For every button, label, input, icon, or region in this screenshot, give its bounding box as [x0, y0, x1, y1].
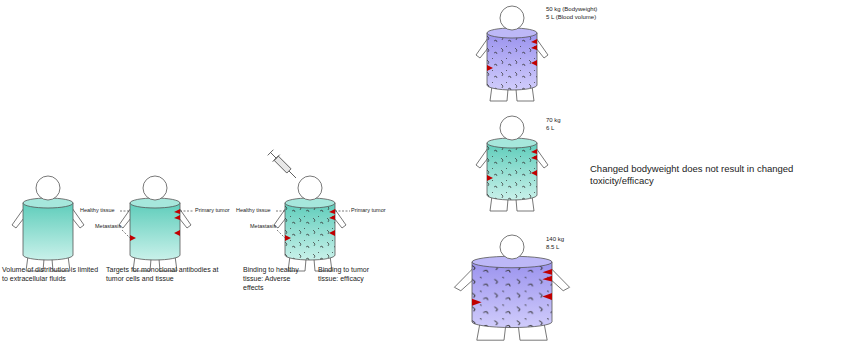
figure-caption: Targets for monoclonal antibodies at tum… — [106, 266, 224, 284]
syringe — [267, 149, 300, 182]
tissue-label: Metastasis — [250, 223, 276, 230]
leader-line — [180, 211, 194, 212]
syringe-plunger — [271, 153, 277, 159]
person-figure — [476, 116, 548, 211]
syringe-needle — [289, 171, 296, 178]
tumor-marks — [285, 209, 335, 241]
leader-line — [335, 211, 350, 212]
leader-lines — [276, 211, 350, 238]
tissue-label: Primary tumor — [195, 207, 230, 214]
tumor-marks — [130, 209, 180, 241]
head — [143, 176, 167, 200]
tumor-marks — [487, 39, 537, 71]
fluid-cylinder — [472, 262, 552, 328]
tissue-label: Healthy tissue — [236, 207, 271, 214]
leader-line — [276, 211, 285, 212]
weight-label: 70 kg — [546, 117, 561, 125]
head — [298, 176, 322, 200]
volume-label: 5 L (Blood volume) — [546, 14, 596, 22]
fluid-cylinder — [285, 203, 335, 260]
fluid-cylinder — [487, 143, 537, 200]
person-figure — [119, 176, 191, 271]
tumor-marks — [472, 269, 552, 306]
figure-caption: Volume of distribution is limited to ext… — [2, 266, 100, 284]
leader-line — [120, 211, 130, 212]
antibody-dots — [487, 143, 537, 200]
figure-caption: Binding to tumor tissue: efficacy — [318, 266, 382, 284]
head — [500, 235, 524, 259]
syringe-barrel — [274, 156, 291, 173]
weight-label: 50 kg (Bodyweight) — [546, 6, 597, 14]
person-figure — [274, 176, 346, 271]
volume-label: 6 L — [546, 125, 554, 133]
tissue-label: Metastasis — [95, 223, 121, 230]
head — [500, 116, 524, 140]
weight-label: 140 kg — [546, 236, 564, 244]
antibody-dots — [285, 203, 335, 260]
fluid-cylinder — [487, 33, 537, 90]
leader-line — [277, 230, 285, 238]
tissue-label: Primary tumor — [351, 207, 386, 214]
head — [36, 176, 60, 200]
syringe-handle — [268, 150, 274, 156]
tumor-marks — [487, 149, 537, 181]
leader-line — [122, 230, 130, 238]
antibody-dots — [487, 33, 537, 90]
leader-lines — [120, 211, 194, 238]
tissue-label: Healthy tissue — [80, 207, 115, 214]
volume-label: 8.5 L — [546, 244, 559, 252]
person-figure — [454, 235, 569, 340]
conclusion-note: Changed bodyweight does not result in ch… — [590, 163, 835, 187]
person-figure — [12, 176, 84, 271]
person-figure — [476, 6, 548, 101]
antibody-dots — [472, 262, 552, 328]
figure-caption: Binding to healthy tissue: Adverse effec… — [243, 266, 307, 292]
fluid-cylinder — [23, 203, 73, 260]
wide-body — [454, 256, 569, 340]
fluid-cylinder — [130, 203, 180, 260]
head — [500, 6, 524, 30]
